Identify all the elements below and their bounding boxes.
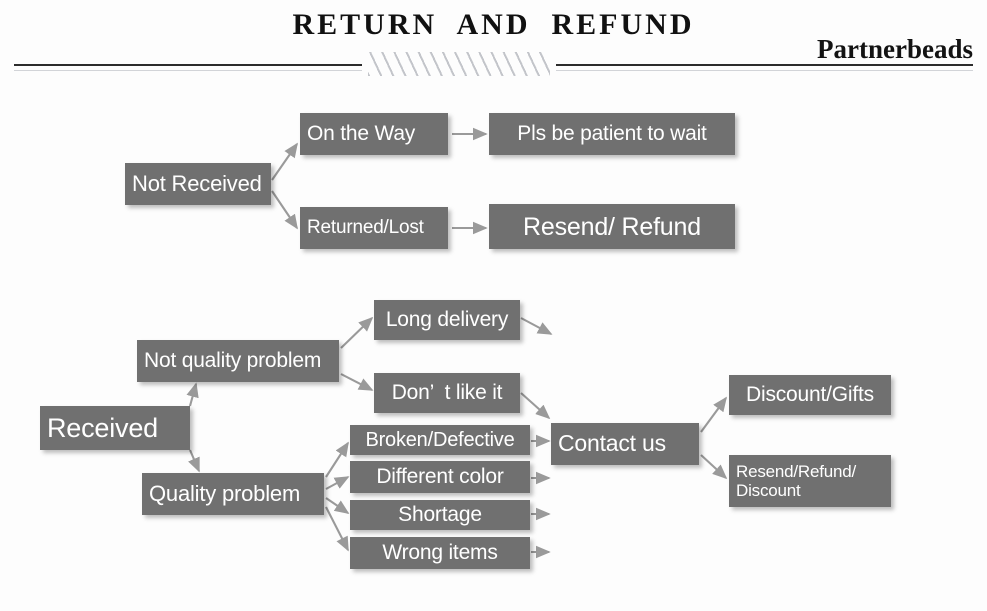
flow-node-resend-refund: Resend/ Refund — [489, 204, 735, 249]
flow-node-long-delivery: Long delivery — [374, 300, 520, 340]
arrow-contact-us-to-resend-refund — [700, 454, 728, 480]
flow-node-quality-problem: Quality problem — [142, 473, 324, 515]
brand-logo: Partnerbeads — [817, 34, 973, 64]
flow-node-not-quality-problem: Not quality problem — [137, 340, 339, 382]
flow-node-pls-be-patient-to-wait: Pls be patient to wait — [489, 113, 735, 155]
diagonal-hatch-icon — [368, 52, 550, 76]
divider-rule-right — [556, 64, 973, 66]
arrow-quality-to-different-color — [325, 476, 350, 490]
arrow-quality-to-shortage — [325, 497, 350, 514]
flow-node-received: Received — [40, 406, 190, 450]
arrow-long-delivery-to-contact-us — [520, 317, 553, 335]
flow-node-returned-lost: Returned/Lost — [300, 207, 448, 249]
arrow-not-quality-to-dont-like-it — [340, 373, 374, 391]
flow-node-different-color: Different color — [350, 461, 530, 493]
flow-node-not-received: Not Received — [125, 163, 271, 205]
divider-rule-left — [14, 64, 362, 66]
flow-node-wrong-items: Wrong items — [350, 537, 530, 569]
flow-node-shortage: Shortage — [350, 500, 530, 530]
arrow-dont-like-it-to-contact-us — [520, 392, 551, 420]
flow-node-contact-us: Contact us — [551, 423, 699, 465]
flow-node-discount-gifts: Discount/Gifts — [729, 375, 891, 415]
flow-node-don-t-like-it: Don’ t like it — [374, 373, 520, 413]
flow-node-resend-refund-discount: Resend/Refund/ Discount — [729, 455, 891, 507]
arrow-quality-to-wrong-items — [325, 506, 349, 552]
divider-rule-left-faint — [14, 70, 362, 71]
arrow-not-received-to-on-the-way — [271, 142, 298, 181]
arrow-received-to-not-quality-problem — [186, 382, 199, 407]
arrow-not-quality-to-long-delivery — [340, 316, 374, 349]
flow-node-on-the-way: On the Way — [300, 113, 448, 155]
arrow-quality-to-broken-defective — [325, 441, 349, 478]
arrow-not-received-to-returned-lost — [271, 190, 298, 230]
page-title: RETURN AND REFUND — [292, 8, 695, 41]
divider-rule-right-faint — [556, 70, 973, 71]
arrow-received-to-quality-problem — [188, 449, 200, 473]
arrow-contact-us-to-discount-gifts — [700, 396, 727, 433]
flow-node-broken-defective: Broken/Defective — [350, 425, 530, 455]
